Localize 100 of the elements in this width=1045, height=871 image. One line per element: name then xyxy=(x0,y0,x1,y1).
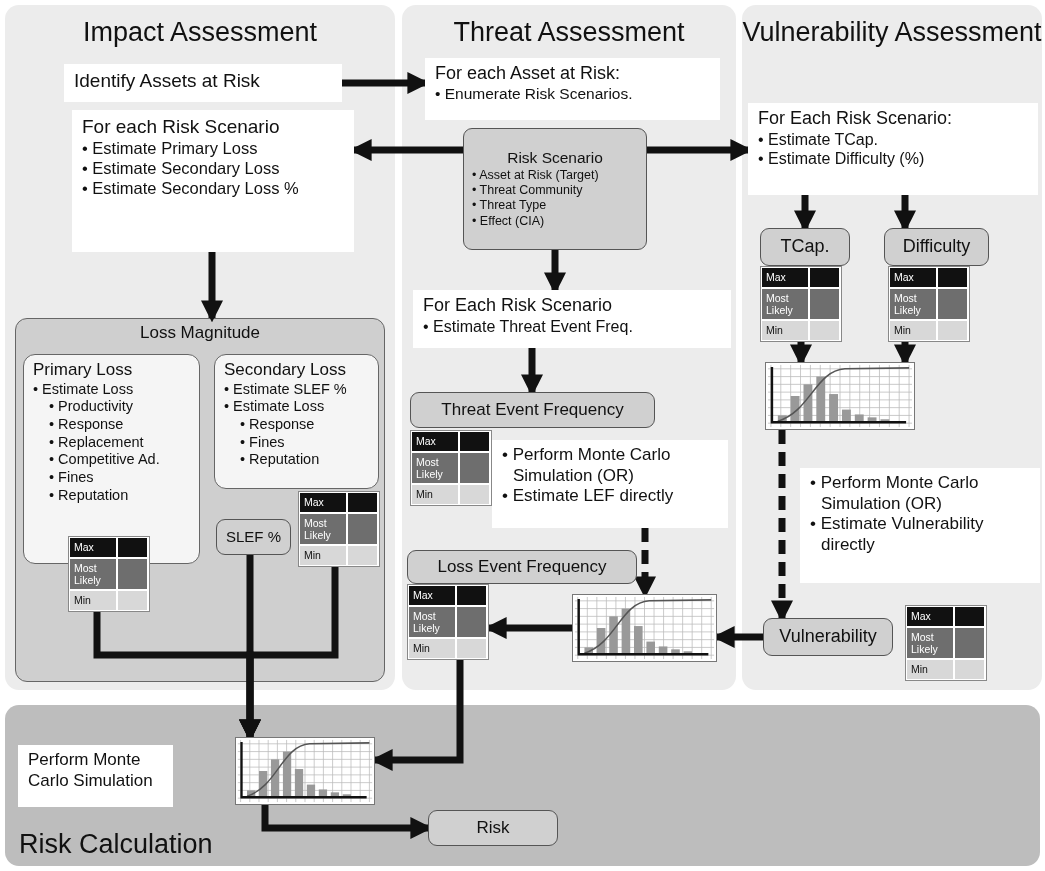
text-box xyxy=(413,290,731,348)
rounded-box xyxy=(23,354,200,564)
table-cell: Min xyxy=(70,591,116,610)
table-cell: Max xyxy=(762,268,808,287)
table-cell: Max xyxy=(907,607,953,626)
section-title: Vulnerability Assessment xyxy=(742,17,1042,48)
table-cell: Most Likely xyxy=(70,559,116,589)
section-panel xyxy=(5,5,395,690)
value-table xyxy=(68,536,150,612)
rounded-box xyxy=(214,354,379,489)
table-cell: Most Likely xyxy=(300,514,346,544)
bullet-text: • Estimate SLEF % xyxy=(224,380,348,399)
bullet-text: • Perform Monte Carlo Simulation (OR) xyxy=(502,445,672,487)
histogram-chart-drawing xyxy=(572,594,717,662)
bullet-text: • Estimate Threat Event Freq. xyxy=(423,316,634,337)
value-table xyxy=(760,266,842,342)
label-box xyxy=(428,810,558,846)
box-heading: Loss Event Frequency xyxy=(437,556,607,578)
bullet-text: • Estimate Loss xyxy=(224,398,326,417)
box-heading: Vulnerability xyxy=(779,626,877,648)
bullet-text: • Asset at Risk (Target) xyxy=(472,167,600,184)
table-cell: Max xyxy=(409,586,455,605)
text-box xyxy=(425,58,720,120)
bullet-text: • Estimate TCap. xyxy=(758,129,879,150)
bullet-text: • Enumerate Risk Scenarios. xyxy=(435,84,634,104)
bullet-text: • Reputation xyxy=(239,451,321,470)
table-cell: Max xyxy=(300,493,346,512)
box-heading: Risk xyxy=(476,817,510,839)
table-cell: Most Likely xyxy=(762,289,808,319)
bullet-text: • Reputation xyxy=(48,486,130,505)
section-title: Threat Assessment xyxy=(452,17,686,48)
box-heading: SLEF % xyxy=(226,527,281,547)
box-heading: Risk Scenario xyxy=(506,149,604,168)
table-cell: Min xyxy=(300,546,346,565)
box-heading: Threat Event Frequency xyxy=(441,399,624,421)
bullet-text: • Estimate Loss xyxy=(33,380,135,399)
box-heading: Difficulty xyxy=(902,236,971,258)
bullet-text: • Estimate Difficulty (%) xyxy=(758,149,926,169)
section-panel xyxy=(402,5,736,690)
table-cell: Min xyxy=(890,321,936,340)
box-heading: Perform Monte Carlo Simulation xyxy=(28,750,154,792)
box-heading: Primary Loss xyxy=(33,360,134,381)
bullet-text: • Estimate Secondary Loss % xyxy=(82,178,300,199)
table-cell: Min xyxy=(907,660,953,679)
group-panel xyxy=(15,318,385,682)
bullet-text: • Replacement xyxy=(48,433,145,452)
table-cell: Max xyxy=(70,538,116,557)
box-heading: For each Asset at Risk: xyxy=(435,63,622,85)
table-cell: Min xyxy=(762,321,808,340)
arrow xyxy=(201,252,223,323)
box-heading: For Each Risk Scenario: xyxy=(758,108,954,130)
bullet-text: • Estimate LEF directly xyxy=(502,486,675,508)
text-box xyxy=(748,103,1038,195)
label-box xyxy=(463,128,647,250)
label-box xyxy=(410,392,655,428)
bullet-text: • Response xyxy=(48,416,125,434)
histogram-chart-drawing xyxy=(765,362,915,430)
text-box xyxy=(72,110,354,252)
bullet-text: • Threat Community xyxy=(472,183,584,199)
bullet-text: • Estimate Primary Loss xyxy=(82,138,259,159)
section-title: Loss Magnitude xyxy=(139,323,261,343)
section-title: Impact Assessment xyxy=(81,17,319,48)
box-heading: Identify Assets at Risk xyxy=(74,69,261,93)
table-cell: Max xyxy=(412,432,458,451)
box-heading: For Each Risk Scenario xyxy=(423,295,614,317)
label-box xyxy=(216,519,291,555)
section-title: Risk Calculation xyxy=(19,829,214,860)
table-cell: Min xyxy=(409,639,455,658)
box-heading: TCap. xyxy=(780,236,830,258)
bullet-text: • Effect (CIA) xyxy=(472,213,546,229)
text-box xyxy=(18,745,173,807)
label-box xyxy=(884,228,989,266)
bullet-text: • Perform Monte Carlo Simulation (OR) xyxy=(810,473,980,515)
bullet-text: • Fines xyxy=(239,433,286,452)
table-cell: Min xyxy=(412,485,458,504)
bullet-text: • Fines xyxy=(48,469,95,487)
box-heading: For each Risk Scenario xyxy=(82,115,281,139)
table-cell: Max xyxy=(890,268,936,287)
bullet-text: • Productivity xyxy=(48,398,135,417)
label-box xyxy=(763,618,893,656)
table-cell: Most Likely xyxy=(907,628,953,658)
value-table xyxy=(407,584,489,660)
histogram-chart-drawing xyxy=(235,737,375,805)
text-box xyxy=(64,64,342,102)
section-panel xyxy=(742,5,1042,690)
label-box xyxy=(760,228,850,266)
bullet-text: • Estimate Vulnerability directly xyxy=(810,514,985,556)
table-cell: Most Likely xyxy=(890,289,936,319)
box-heading: Secondary Loss xyxy=(224,360,347,381)
table-cell: Most Likely xyxy=(409,607,455,637)
value-table xyxy=(410,430,492,506)
table-cell: Most Likely xyxy=(412,453,458,483)
bullet-text: • Competitive Ad. xyxy=(48,451,161,470)
bullet-text: • Estimate Secondary Loss xyxy=(82,158,281,179)
value-table xyxy=(298,491,380,567)
bullet-text: • Threat Type xyxy=(472,198,548,214)
section-panel xyxy=(5,705,1040,866)
text-box xyxy=(492,440,728,528)
value-table xyxy=(888,266,970,342)
bullet-text: • Response xyxy=(239,416,316,434)
